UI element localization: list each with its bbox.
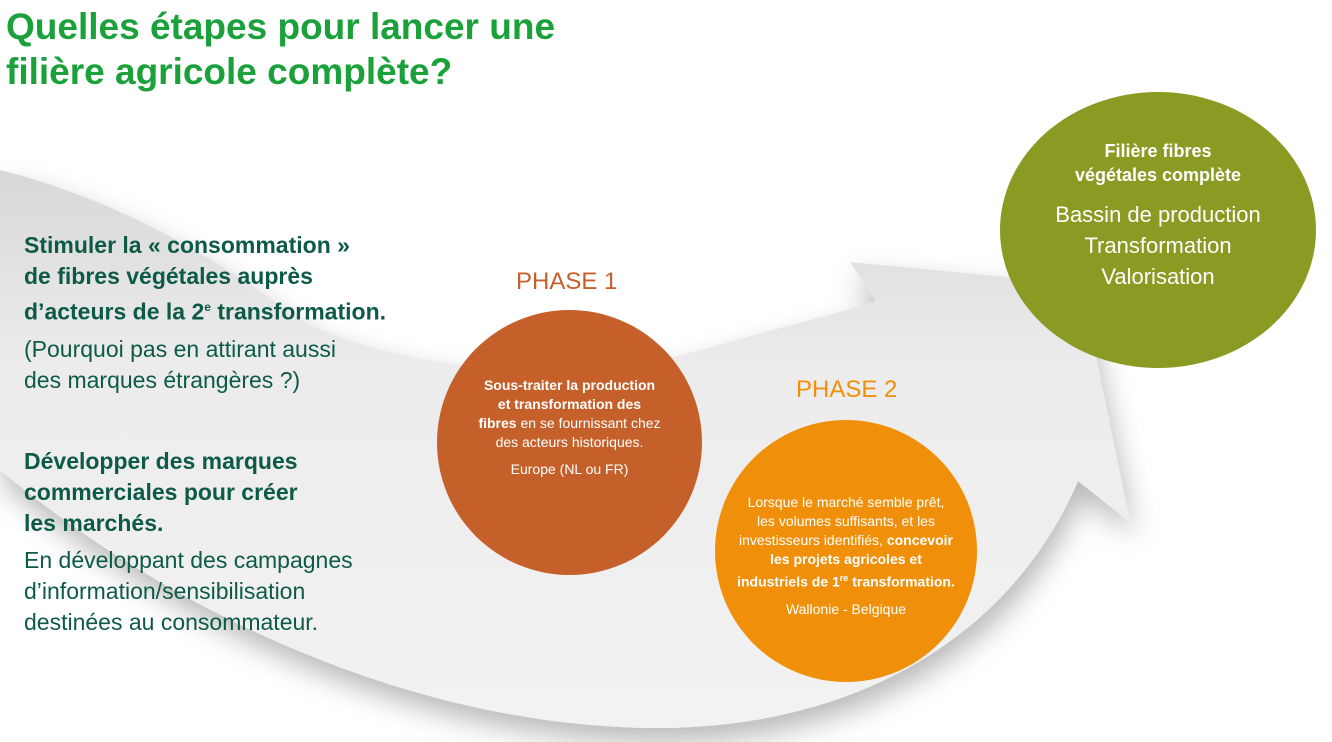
phase-1-text: en se fournissant chez des acteurs histo… xyxy=(495,415,661,450)
goal-item: Bassin de production xyxy=(1055,201,1261,227)
text-line: des marques étrangères ?) xyxy=(24,366,301,393)
page-title: Quelles étapes pour lancer une filière a… xyxy=(6,4,555,94)
heading-line: Développer des marques xyxy=(24,448,298,474)
heading-text: transformation. xyxy=(210,298,387,325)
heading-line: Stimuler la « consommation » xyxy=(24,232,350,258)
superscript: e xyxy=(204,300,211,314)
consumption-heading: Stimuler la « consommation » de fibres v… xyxy=(24,230,386,328)
phase-1-circle: Sous-traiter la production et transforma… xyxy=(437,310,702,575)
phase-1-location: Europe (NL ou FR) xyxy=(510,461,629,477)
text-line: d’information/sensibilisation xyxy=(24,578,306,604)
goal-title: Filière fibres xyxy=(1104,140,1212,161)
consumption-block: Stimuler la « consommation » de fibres v… xyxy=(24,230,386,396)
goal-item: Valorisation xyxy=(1101,263,1215,289)
phase-1-label: PHASE 1 xyxy=(516,268,618,295)
brands-block: Développer des marques commerciales pour… xyxy=(24,446,353,638)
heading-line: d’acteurs de la 2e transformation. xyxy=(24,292,386,328)
phase-2-description: Lorsque le marché semble prêt, les volum… xyxy=(737,493,955,592)
heading-line: les marchés. xyxy=(24,510,164,536)
title-line-1: Quelles étapes pour lancer une xyxy=(6,6,556,47)
phase-2-label: PHASE 2 xyxy=(796,376,898,403)
brands-heading: Développer des marques commerciales pour… xyxy=(24,446,353,539)
text-line: (Pourquoi pas en attirant aussi xyxy=(24,335,336,362)
goal-title: végétales complète xyxy=(1074,164,1242,185)
text-line: En développant des campagnes xyxy=(24,547,353,573)
phase-2-text: Lorsque le marché semble prêt, les volum… xyxy=(739,494,945,549)
phase-2-circle: Lorsque le marché semble prêt, les volum… xyxy=(715,420,977,682)
heading-line: commerciales pour créer xyxy=(24,479,298,505)
phase-2-location: Wallonie - Belgique xyxy=(785,600,907,617)
consumption-text: (Pourquoi pas en attirant aussi des marq… xyxy=(24,334,386,396)
title-line-2: filière agricole complète? xyxy=(6,51,453,92)
heading-line: de fibres végétales auprès xyxy=(24,263,313,289)
text-line: destinées au consommateur. xyxy=(24,609,319,635)
brands-text: En développant des campagnes d’informati… xyxy=(24,545,353,638)
superscript: re xyxy=(839,573,849,584)
phase-2-bold: transformation. xyxy=(848,573,955,590)
phase-1-description: Sous-traiter la production et transforma… xyxy=(477,376,662,452)
phase-2-bold: concevoir les projets agricoles et indus… xyxy=(737,532,953,590)
phase-1-bold: Sous-traiter la production et transforma… xyxy=(478,377,656,431)
goal-item: Transformation xyxy=(1084,232,1232,258)
heading-text: d’acteurs de la 2 xyxy=(24,298,205,325)
goal-circle: Filière fibres végétales complète Bassin… xyxy=(1000,92,1316,368)
